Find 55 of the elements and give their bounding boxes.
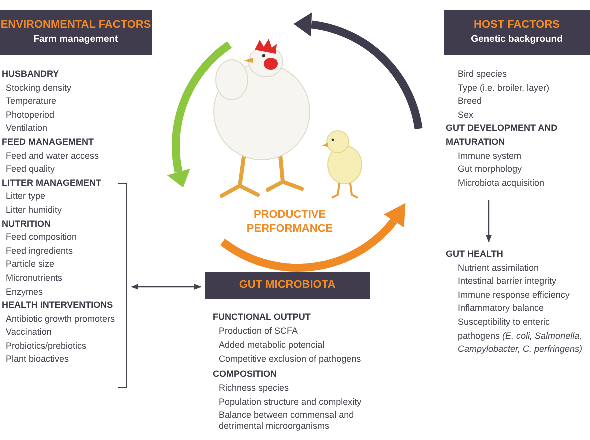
header-panel <box>0 10 152 55</box>
header-panel <box>205 272 370 299</box>
list-item: Immune system <box>457 150 523 163</box>
list-item: Competitive exclusion of pathogens <box>219 353 362 366</box>
section-heading: GUT DEVELOPMENT AND MATURATION <box>446 122 559 149</box>
list-item: Sex <box>457 108 475 122</box>
list-item: Intestinal barrier integrity <box>457 275 558 288</box>
list-item: Inflammatory balance <box>457 302 546 316</box>
header-subtitle: Farm management <box>32 33 120 47</box>
header-title: GUT MICROBIOTA <box>238 278 337 293</box>
list-item: Richness species <box>219 382 290 395</box>
list-item: Litter humidity <box>5 204 64 217</box>
list-item: Photoperiod <box>5 108 56 122</box>
list-item: Susceptibility to enteric pathogens (E. coli, Salmonella, Campylobacter, C. perfringens) <box>457 316 584 356</box>
section-heading: HUSBANDRY <box>2 68 60 81</box>
list-item: Litter type <box>5 190 47 204</box>
section-heading: COMPOSITION <box>213 368 278 381</box>
section-heading: LITTER MANAGEMENT <box>2 176 102 190</box>
list-item: Added metabolic potencial <box>219 339 325 352</box>
list-item: Feed ingredients <box>5 244 74 258</box>
list-item: Type (i.e. broiler, layer) <box>457 82 551 95</box>
list-item: Probiotics/prebiotics <box>5 340 88 353</box>
list-item: Breed <box>457 95 484 108</box>
list-item: Microbiota acquisition <box>457 176 546 190</box>
list-item: Gut morphology <box>457 163 524 176</box>
list-item: Vaccination <box>5 326 53 340</box>
arrow <box>131 284 202 290</box>
list-item: Stocking density <box>5 82 73 95</box>
section-heading: FEED MANAGEMENT <box>2 136 95 149</box>
header-panel <box>444 10 590 55</box>
list-item: Antibiotic growth promoters <box>5 312 116 326</box>
section-heading: NUTRITION <box>2 218 52 231</box>
list-item: Feed composition <box>5 231 78 244</box>
list-item: Plant bioactives <box>5 353 70 366</box>
list-item: Nutrient assimilation <box>457 262 540 275</box>
list-item: Bird species <box>457 68 508 81</box>
diagram-label: PRODUCTIVE PERFORMANCE <box>246 208 334 236</box>
list-item: Balance between commensal and detrimental microorganisms <box>219 410 356 432</box>
list-item: Production of SCFA <box>219 325 298 338</box>
section-heading: GUT HEALTH <box>446 248 504 261</box>
header-title: HOST FACTORS <box>473 18 561 33</box>
list-item: Population structure and complexity <box>219 396 362 409</box>
list-item: Micronutrients <box>5 272 64 285</box>
list-item: Temperature <box>5 95 58 108</box>
arrow <box>486 200 492 243</box>
list-item: Feed quality <box>5 163 56 176</box>
list-item: Particle size <box>5 258 56 272</box>
section-heading: HEALTH INTERVENTIONS <box>2 299 114 312</box>
section-heading: FUNCTIONAL OUTPUT <box>213 311 311 324</box>
header-title: ENVIRONMENTAL FACTORS <box>0 18 152 33</box>
list-item: Feed and water access <box>5 150 100 163</box>
header-subtitle: Genetic background <box>470 33 564 47</box>
list-item: Ventilation <box>5 122 49 136</box>
list-item: Enzymes <box>5 286 44 299</box>
list-item: Immune response efficiency <box>457 288 571 302</box>
